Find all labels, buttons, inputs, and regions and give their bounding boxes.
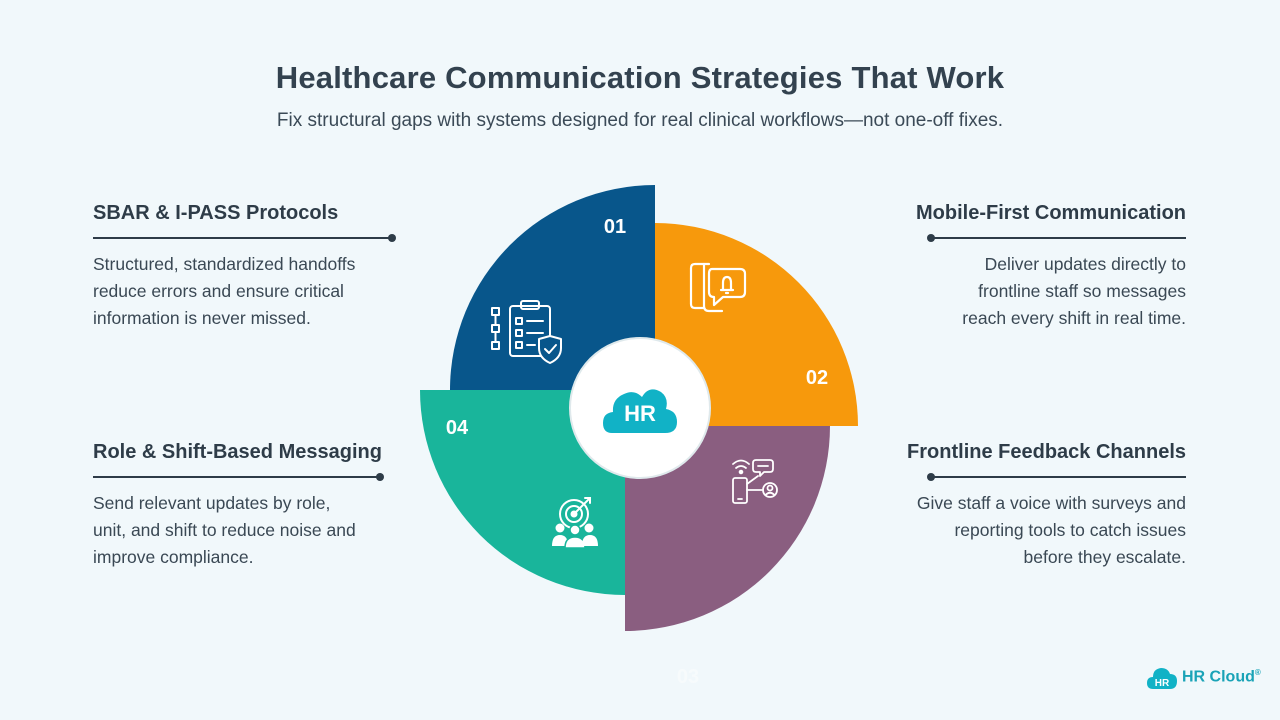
center-badge-text: HR	[624, 401, 656, 426]
segment-02	[655, 223, 858, 426]
hr-cloud-shape	[603, 389, 677, 433]
page-title: Healthcare Communication Strategies That…	[275, 60, 1005, 95]
segment-number-01: 01	[604, 216, 626, 238]
logo-badge-text: HR	[1155, 678, 1170, 689]
strategy-02-block: Mobile-First Communication Deliver updat…	[886, 202, 1186, 332]
logo-brand-text: HR Cloud	[1182, 668, 1255, 686]
strategy-04-description: Send relevant updates by role, unit, and…	[93, 493, 356, 567]
segment-number-04: 04	[446, 417, 469, 439]
segment-number-02: 02	[806, 367, 828, 389]
center-hr-badge: HR	[569, 337, 711, 479]
strategy-04-title: Role & Shift-Based Messaging	[93, 441, 382, 463]
logo-registered-mark: ®	[1254, 668, 1261, 677]
strategy-01-block: SBAR & I-PASS Protocols Structured, stan…	[93, 202, 396, 332]
segment-number-03: 03	[677, 666, 699, 688]
segment-01	[450, 185, 655, 390]
strategy-03-divider	[927, 473, 1186, 481]
strategy-02-title: Mobile-First Communication	[916, 202, 1186, 224]
mobile-notification-icon	[689, 262, 747, 313]
strategy-03-block: Frontline Feedback Channels Give staff a…	[886, 441, 1186, 571]
strategy-02-description: Deliver updates directly to frontline st…	[962, 254, 1186, 328]
strategy-02-divider	[927, 234, 1186, 242]
target-team-icon	[552, 497, 598, 549]
segment-03	[625, 426, 830, 631]
feedback-channels-icon	[732, 459, 778, 504]
strategy-01-divider	[93, 234, 396, 242]
strategy-01-title: SBAR & I-PASS Protocols	[93, 202, 339, 224]
strategy-04-divider	[93, 473, 384, 481]
strategy-03-description: Give staff a voice with surveys and repo…	[916, 493, 1186, 567]
hr-cloud-logo: HR HR Cloud®	[1146, 665, 1261, 691]
strategy-04-block: Role & Shift-Based Messaging Send releva…	[93, 441, 393, 571]
strategy-01-description: Structured, standardized handoffs reduce…	[93, 254, 356, 328]
strategy-03-title: Frontline Feedback Channels	[907, 441, 1186, 463]
page-subtitle: Fix structural gaps with systems designe…	[276, 110, 1004, 131]
logo-cloud-icon: HR	[1147, 668, 1177, 689]
checklist-shield-icon	[491, 300, 562, 364]
